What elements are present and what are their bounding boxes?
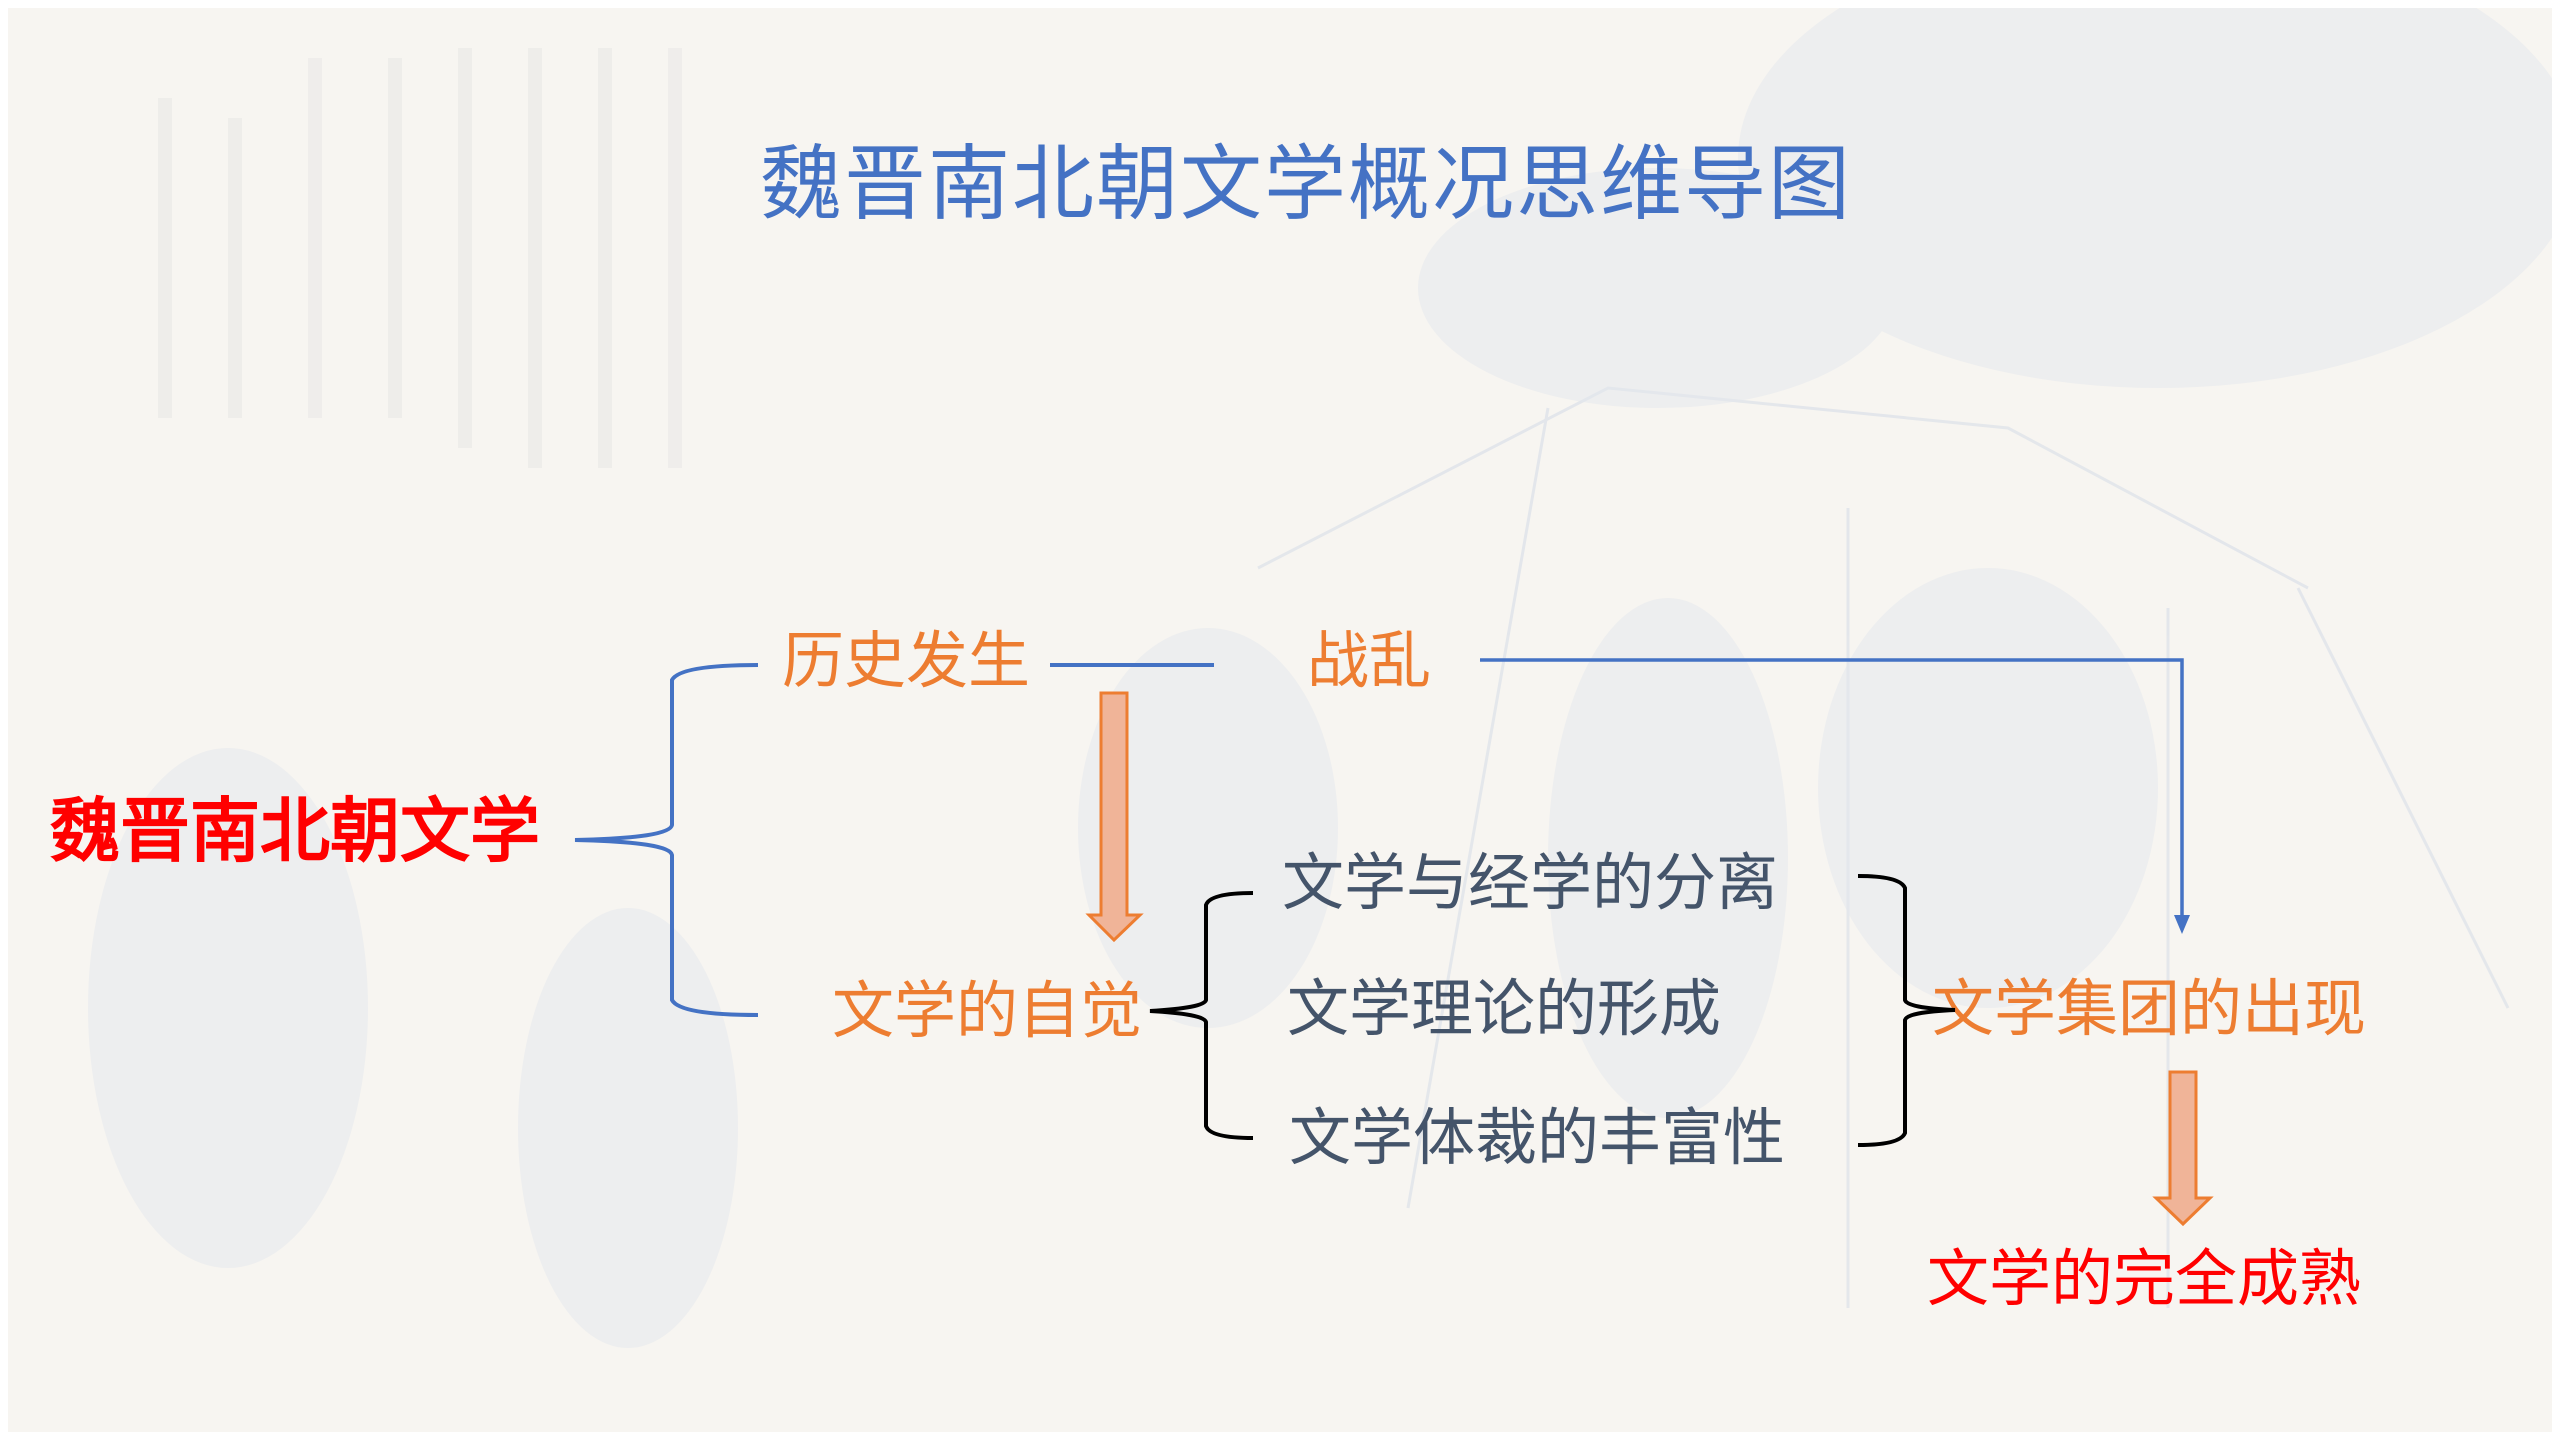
node-item-separation: 文学与经学的分离	[1282, 846, 1779, 919]
node-literary-consciousness: 文学的自觉	[832, 974, 1143, 1047]
node-full-maturity: 文学的完全成熟	[1927, 1242, 2362, 1315]
merge-brace	[1857, 874, 1956, 1147]
node-item-theory: 文学理论的形成	[1287, 972, 1722, 1045]
consciousness-brace	[1149, 891, 1254, 1140]
war-arrowhead	[2174, 915, 2190, 934]
node-item-genres: 文学体裁的丰富性	[1289, 1101, 1786, 1174]
arrow-groups-to-maturity	[2152, 1070, 2214, 1227]
node-literary-groups: 文学集团的出现	[1932, 972, 2367, 1045]
root-node: 魏晋南北朝文学	[50, 790, 540, 872]
node-war: 战乱	[1307, 624, 1432, 697]
page-title: 魏晋南北朝文学概况思维导图	[760, 137, 1853, 232]
war-connector-arrow	[1480, 658, 2184, 918]
root-brace	[574, 663, 759, 1017]
node-history: 历史发生	[782, 624, 1031, 697]
arrow-history-to-consciousness	[1085, 691, 1144, 943]
